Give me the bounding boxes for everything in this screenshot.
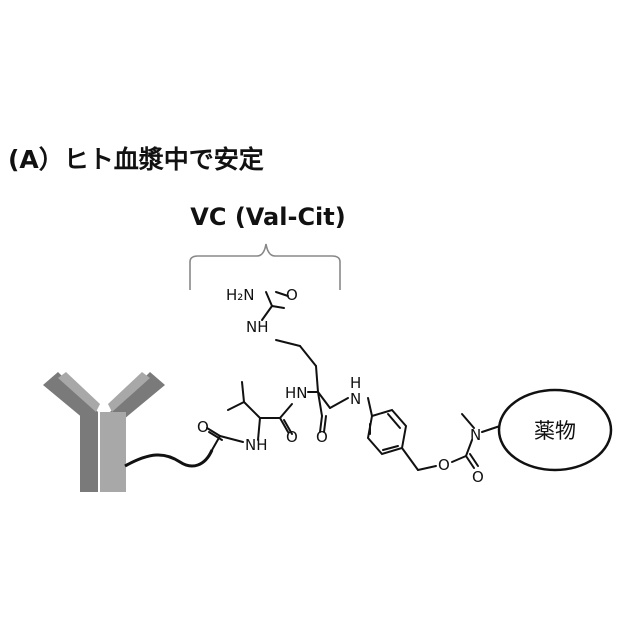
h2n-label: H₂N <box>226 286 255 304</box>
citrulline-hn-label: HN <box>285 384 308 402</box>
citrulline-oxygen-label: O <box>316 428 328 446</box>
carbamate-oxygen-label: O <box>472 468 484 486</box>
n-methyl-label: N <box>470 426 481 444</box>
valine-oxygen-label: O <box>286 428 298 446</box>
carbamate-ether-oxygen-label: O <box>438 456 450 474</box>
anilide-n-label: N <box>350 390 361 408</box>
urea-nh-label: NH <box>246 318 269 336</box>
linker-oxygen-label: O <box>197 418 209 436</box>
antibody-icon <box>43 372 165 492</box>
linker-brace <box>190 244 340 290</box>
urea-oxygen-label: O <box>286 286 298 304</box>
valine-nh-label: NH <box>245 436 268 454</box>
tether-line <box>125 450 212 466</box>
drug-label: 薬物 <box>534 419 576 443</box>
